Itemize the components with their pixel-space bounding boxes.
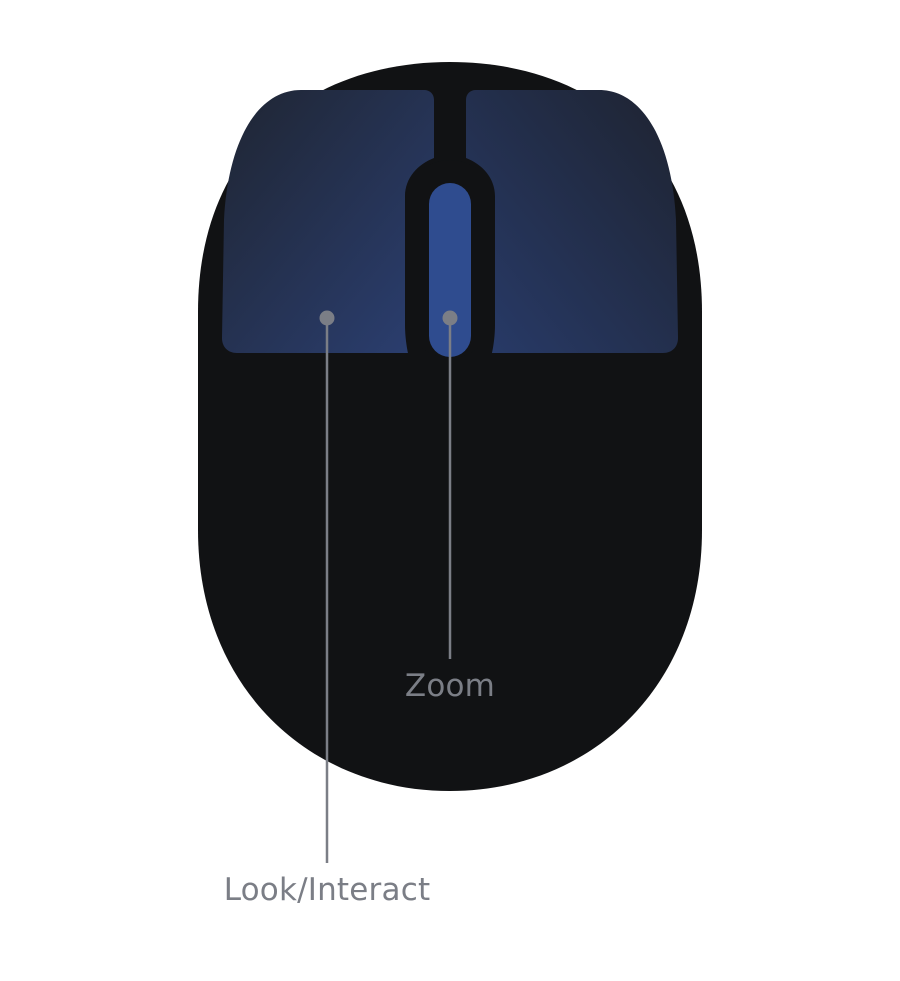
look-leader-dot [319,310,335,326]
zoom-leader-dot [442,310,458,326]
look-interact-label: Look/Interact [223,872,431,908]
scroll-wheel [429,183,471,357]
zoom-label: Zoom [404,668,496,704]
left-mouse-button [222,90,434,353]
right-mouse-button [466,90,678,353]
